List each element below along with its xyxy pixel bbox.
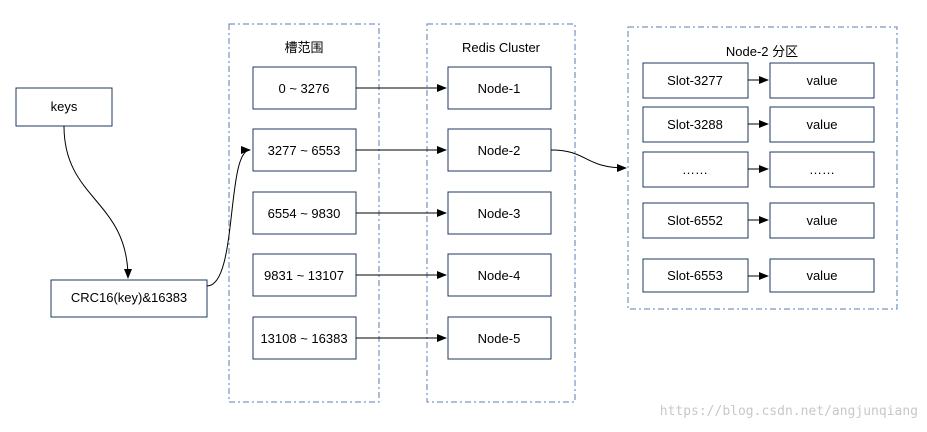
range-to-node-arrows bbox=[356, 84, 447, 342]
cluster-node-list: Node-1 Node-2 Node-3 Node-4 Node-5 bbox=[447, 66, 552, 360]
partition-rows: Slot-3277 value Slot-3288 value …… …… Sl… bbox=[642, 62, 875, 293]
node-box bbox=[447, 191, 552, 235]
slot-label: Slot-6552 bbox=[667, 213, 723, 228]
node-box bbox=[447, 253, 552, 297]
node-label: Node-2 bbox=[478, 143, 521, 158]
node2-partition-title: Node-2 分区 bbox=[726, 44, 798, 59]
crc16-box bbox=[50, 279, 208, 318]
value-label: value bbox=[806, 268, 837, 283]
keys-box bbox=[15, 87, 113, 127]
slot-label: Slot-6553 bbox=[667, 268, 723, 283]
slot-box bbox=[642, 106, 749, 143]
node2-partition-group bbox=[627, 26, 898, 310]
keys-label: keys bbox=[51, 99, 78, 114]
slot-range-box bbox=[252, 66, 357, 110]
value-label: …… bbox=[809, 162, 835, 177]
watermark-text: https://blog.csdn.net/angjunqiang bbox=[660, 404, 918, 419]
node-label: Node-1 bbox=[478, 81, 521, 96]
node-box bbox=[447, 128, 552, 172]
slot-range-label: 6554 ~ 9830 bbox=[268, 206, 341, 221]
slot-range-title: 槽范围 bbox=[284, 40, 323, 55]
slot-label: Slot-3288 bbox=[667, 117, 723, 132]
slot-box bbox=[642, 202, 749, 239]
slot-range-box bbox=[252, 316, 357, 360]
slot-range-list: 0 ~ 3276 3277 ~ 6553 6554 ~ 9830 9831 ~ … bbox=[252, 66, 357, 360]
value-label: value bbox=[806, 73, 837, 88]
slot-range-label: 3277 ~ 6553 bbox=[268, 143, 341, 158]
node-label: Node-3 bbox=[478, 206, 521, 221]
node-box bbox=[447, 316, 552, 360]
node-label: Node-4 bbox=[478, 268, 521, 283]
keys-to-hash-arrow bbox=[63, 125, 132, 279]
redis-cluster-title: Redis Cluster bbox=[462, 40, 541, 55]
node-label: Node-5 bbox=[478, 331, 521, 346]
slot-range-label: 9831 ~ 13107 bbox=[264, 268, 344, 283]
value-box bbox=[769, 151, 875, 188]
slot-range-label: 0 ~ 3276 bbox=[279, 81, 330, 96]
node2-to-partition-arrow bbox=[550, 149, 627, 172]
value-box bbox=[769, 106, 875, 143]
value-box bbox=[769, 62, 875, 99]
crc16-label: CRC16(key)&16383 bbox=[71, 290, 187, 305]
value-label: value bbox=[806, 117, 837, 132]
value-label: value bbox=[806, 213, 837, 228]
slot-label: Slot-3277 bbox=[667, 73, 723, 88]
slot-range-label: 13108 ~ 16383 bbox=[260, 331, 347, 346]
hash-to-slot-range-arrow bbox=[206, 146, 251, 287]
node-box bbox=[447, 66, 552, 110]
value-box bbox=[769, 202, 875, 239]
value-box bbox=[769, 258, 875, 293]
slot-label: …… bbox=[682, 162, 708, 177]
